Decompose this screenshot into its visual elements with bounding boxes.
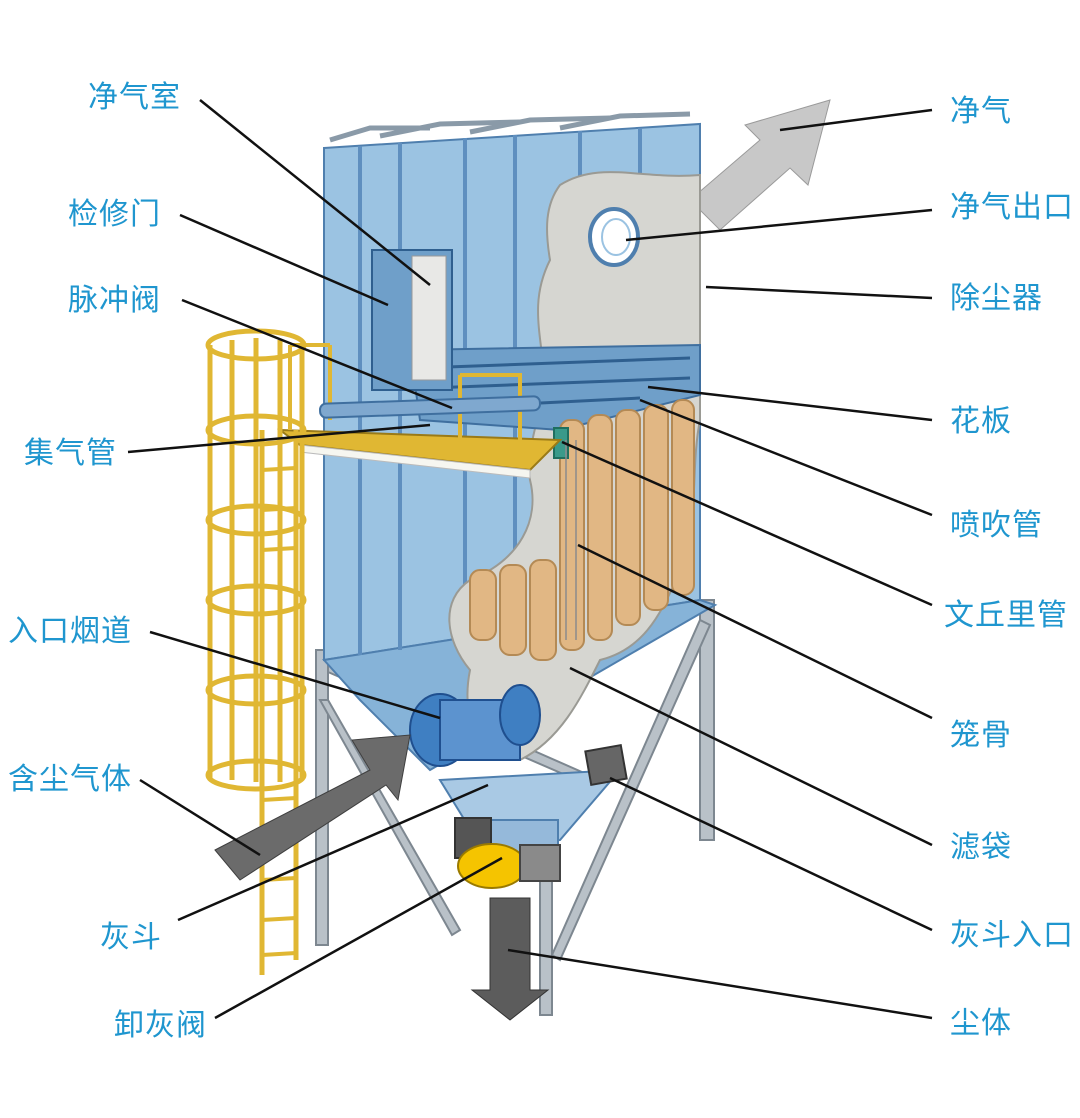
discharge-valve-shape	[454, 817, 561, 889]
label-tube-sheet: 花板	[950, 404, 1012, 439]
ladder	[205, 328, 307, 975]
label-header-pipe: 集气管	[24, 436, 117, 471]
label-dust: 尘体	[950, 1006, 1012, 1041]
hopper-inlet-box	[584, 743, 628, 787]
label-clean-gas-outlet: 净气出口	[950, 190, 1074, 225]
label-dusty-gas: 含尘气体	[8, 762, 132, 797]
label-dust-collector: 除尘器	[950, 281, 1043, 316]
cage-lines	[565, 440, 577, 640]
filter-bags	[469, 399, 695, 661]
dust-arrow-icon	[470, 897, 550, 1021]
clean-gas-arrow-icon	[689, 99, 831, 231]
label-clean-gas: 净气	[950, 94, 1012, 129]
label-inlet-duct: 入口烟道	[8, 614, 132, 649]
label-discharge-valve: 卸灰阀	[114, 1008, 207, 1043]
label-venturi: 文丘里管	[944, 598, 1068, 633]
label-ash-hopper: 灰斗	[100, 920, 162, 955]
leader-lines	[127, 99, 933, 1020]
inlet-duct-shape	[409, 684, 541, 767]
label-clean-chamber: 净气室	[88, 80, 181, 115]
label-pulse-valve: 脉冲阀	[68, 283, 161, 318]
label-blow-pipe: 喷吹管	[950, 508, 1043, 543]
access-door-shape	[371, 249, 453, 391]
label-cage: 笼骨	[950, 718, 1012, 753]
outlet-ring	[588, 207, 640, 267]
label-filter-bag: 滤袋	[950, 830, 1012, 865]
label-hopper-inlet: 灰斗入口	[950, 918, 1074, 953]
dusty-gas-arrow-icon	[214, 734, 411, 881]
label-access-door: 检修门	[68, 197, 161, 232]
